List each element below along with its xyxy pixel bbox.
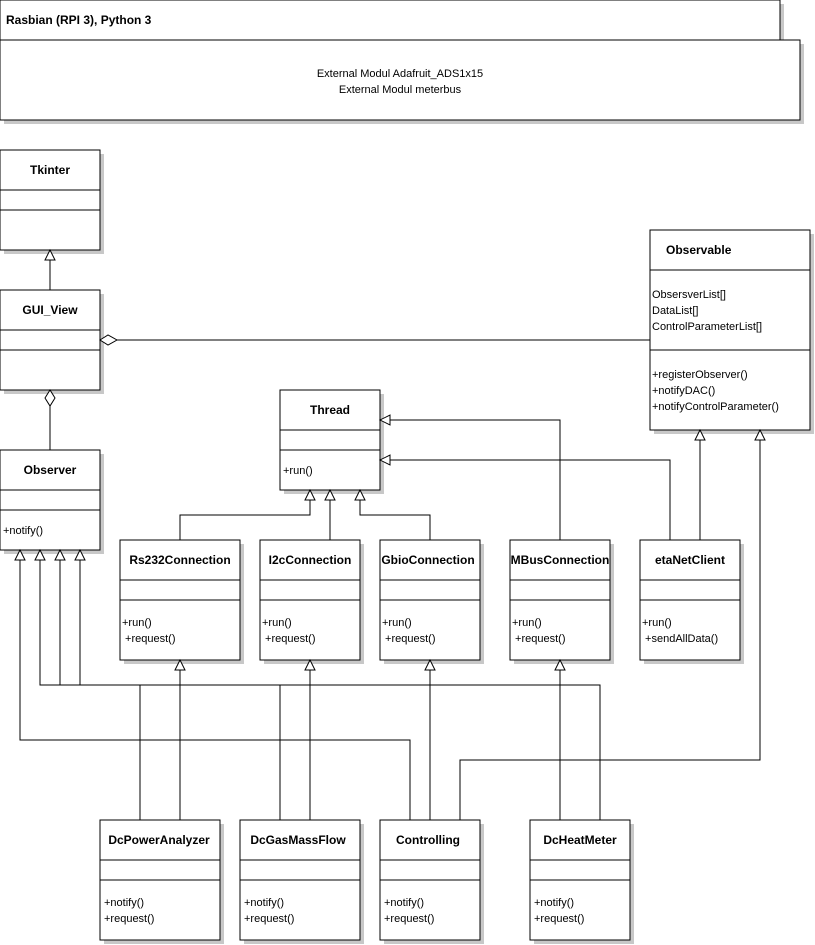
class-method: +notify() xyxy=(104,897,144,909)
class-method: +notify() xyxy=(244,897,284,909)
generalization-arrowhead xyxy=(324,488,336,501)
class-thread[interactable]: Thread +run() xyxy=(279,389,384,494)
class-method: +request() xyxy=(244,913,294,925)
class-dc-power-analyzer[interactable]: DcPowerAnalyzer +notify() +request() xyxy=(99,819,224,944)
class-method: +notify() xyxy=(3,525,43,537)
class-name: GbioConnection xyxy=(381,553,474,567)
class-method: +run() xyxy=(122,617,152,629)
class-name: etaNetClient xyxy=(655,553,725,567)
class-method: +request() xyxy=(512,633,566,645)
class-attribute: ObsersverList[] xyxy=(652,289,726,301)
class-dc-heat-meter[interactable]: DcHeatMeter +notify() +request() xyxy=(529,819,634,944)
class-name: Thread xyxy=(310,403,350,417)
class-observable[interactable]: Observable ObsersverList[] DataList[] Co… xyxy=(649,229,814,434)
generalization-arrowhead xyxy=(304,658,316,671)
class-attribute: DataList[] xyxy=(652,305,698,317)
generalization-line xyxy=(179,500,311,540)
class-observer[interactable]: Observer +notify() xyxy=(0,449,104,554)
class-name: Tkinter xyxy=(30,163,70,177)
package-line: External Modul meterbus xyxy=(339,84,462,96)
generalization-line xyxy=(390,419,561,540)
class-gui-view[interactable]: GUI_View xyxy=(0,289,104,394)
class-name: Observer xyxy=(24,463,77,477)
generalization-arrowhead xyxy=(174,658,186,671)
class-controlling[interactable]: Controlling +notify() +request() xyxy=(379,819,484,944)
generalization-arrowhead xyxy=(424,658,436,671)
generalization-line xyxy=(310,500,331,541)
class-method: +request() xyxy=(262,633,316,645)
generalization-arrowhead xyxy=(54,548,66,561)
class-method: +run() xyxy=(512,617,542,629)
class-rs232-connection[interactable]: Rs232Connection +run() +request() xyxy=(119,539,244,664)
class-attribute: ControlParameterList[] xyxy=(652,321,762,333)
generalization-line xyxy=(19,560,411,820)
generalization-arrowhead xyxy=(74,548,86,561)
package-title: Rasbian (RPI 3), Python 3 xyxy=(6,13,152,27)
class-method: +run() xyxy=(642,617,672,629)
class-method: +sendAllData() xyxy=(642,633,718,645)
generalization-arrowhead xyxy=(378,414,391,426)
generalization-arrowhead xyxy=(754,428,766,441)
class-name: I2cConnection xyxy=(269,553,352,567)
generalization-arrowhead xyxy=(44,248,56,261)
generalization-arrowhead xyxy=(34,548,46,561)
class-name: GUI_View xyxy=(22,303,78,317)
generalization-line xyxy=(390,459,671,540)
generalization-arrowhead xyxy=(14,548,26,561)
class-method: +request() xyxy=(122,633,176,645)
class-name: DcHeatMeter xyxy=(543,833,617,847)
class-method: +request() xyxy=(534,913,584,925)
class-method: +request() xyxy=(384,913,434,925)
class-dc-gas-mass-flow[interactable]: DcGasMassFlow +notify() +request() xyxy=(239,819,364,944)
class-method: +registerObserver() xyxy=(652,369,748,381)
generalization-arrowhead xyxy=(694,428,706,441)
class-tkinter[interactable]: Tkinter xyxy=(0,149,104,254)
class-method: +notify() xyxy=(534,897,574,909)
generalization-arrowhead xyxy=(304,488,316,501)
generalization-line xyxy=(359,500,431,540)
arrowheads xyxy=(14,248,766,671)
generalization-arrowhead xyxy=(378,454,391,466)
class-gbio-connection[interactable]: GbioConnection +run() +request() xyxy=(379,539,484,664)
class-method: +notifyDAC() xyxy=(652,385,715,397)
aggregation-diamond xyxy=(99,334,119,346)
generalization-arrowhead xyxy=(354,488,366,501)
class-method: +run() xyxy=(382,617,412,629)
package-line: External Modul Adafruit_ADS1x15 xyxy=(317,68,483,80)
class-name: Rs232Connection xyxy=(129,553,230,567)
class-name: DcPowerAnalyzer xyxy=(108,833,210,847)
class-name: DcGasMassFlow xyxy=(250,833,346,847)
class-method: +run() xyxy=(262,617,292,629)
class-method: +notify() xyxy=(384,897,424,909)
class-name: MBusConnection xyxy=(511,553,610,567)
aggregation-diamond xyxy=(44,389,56,407)
class-mbus-connection[interactable]: MBusConnection +run() +request() xyxy=(509,539,614,664)
generalization-line xyxy=(79,560,601,820)
generalization-arrowhead xyxy=(554,658,566,671)
class-name: Observable xyxy=(666,243,732,257)
class-i2c-connection[interactable]: I2cConnection +run() +request() xyxy=(259,539,364,664)
class-method: +request() xyxy=(104,913,154,925)
class-method: +run() xyxy=(283,465,313,477)
generalization-line xyxy=(459,440,761,820)
class-method: +request() xyxy=(382,633,436,645)
class-name: Controlling xyxy=(396,833,460,847)
package-frame[interactable]: Rasbian (RPI 3), Python 3 External Modul… xyxy=(0,0,804,124)
class-etanet-client[interactable]: etaNetClient +run() +sendAllData() xyxy=(639,539,744,664)
class-method: +notifyControlParameter() xyxy=(652,401,779,413)
